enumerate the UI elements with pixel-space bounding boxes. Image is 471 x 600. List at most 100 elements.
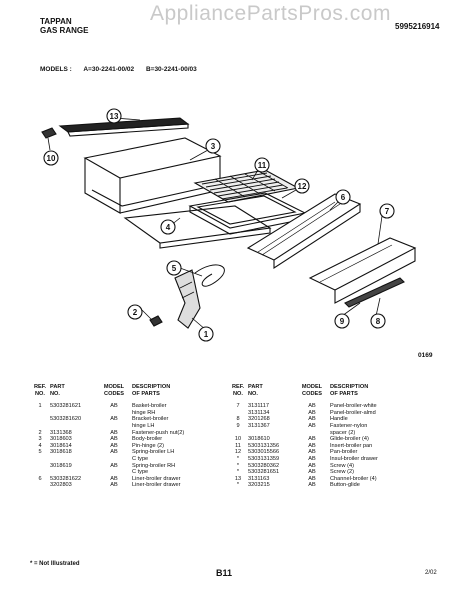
callout-8: 8 xyxy=(376,317,381,326)
cell-code xyxy=(96,410,132,417)
cell-ref: 7 xyxy=(236,403,240,410)
cell-desc: Fastener-nylon xyxy=(330,422,368,429)
cell-desc: Pan-broiler xyxy=(330,449,358,456)
cell-desc: Body-broiler xyxy=(132,436,163,443)
cell-code: AB xyxy=(110,429,118,436)
cell-part: 5303281651 xyxy=(248,469,280,476)
cell-part: 5303281620 xyxy=(50,416,82,423)
model-b: B=30-2241-00/03 xyxy=(145,66,197,73)
cell-desc: Button-glide xyxy=(330,482,360,489)
broiler-body-part xyxy=(83,137,222,214)
callout-7: 7 xyxy=(385,207,390,216)
cell-ref: 8 xyxy=(236,416,240,423)
cell-desc: Liner-broiler drawer xyxy=(132,482,181,489)
cell-code: AB xyxy=(308,455,316,462)
broiler-channel-part xyxy=(58,117,190,137)
models-line: MODELS : A=30-2241-00/02 B=30-2241-00/03 xyxy=(40,66,207,73)
cell-ref xyxy=(30,416,50,423)
cell-ref xyxy=(30,469,50,476)
cell-part: 5303281621 xyxy=(50,403,82,410)
exploded-parts-diagram: 13 10 3 11 12 4 6 7 5 2 1 9 8 xyxy=(41,108,417,342)
cell-desc: Liner-broiler drawer xyxy=(132,475,181,482)
drawer-liner-part xyxy=(123,205,272,249)
models-label: MODELS : xyxy=(40,66,72,73)
cell-ref: 10 xyxy=(234,436,242,443)
broiler-glide-part xyxy=(41,127,57,139)
figure-number: 0169 xyxy=(418,352,433,359)
cell-part: 5303280362 xyxy=(248,462,280,469)
cell-ref: * xyxy=(236,462,240,469)
cell-desc: Screw (2) xyxy=(330,469,354,476)
cell-code: AB xyxy=(308,436,316,443)
cell-ref: 2 xyxy=(38,429,42,436)
cell-ref xyxy=(228,410,248,417)
cell-desc: hinge RH xyxy=(132,409,156,416)
doc-number: 5995216914 xyxy=(395,22,440,31)
footnote: * = Not Illustrated xyxy=(30,561,80,567)
cell-desc: Bracket-broiler xyxy=(132,416,169,423)
cell-code: AB xyxy=(110,482,118,489)
cell-ref xyxy=(30,423,50,430)
cell-code: AB xyxy=(308,403,316,410)
cell-ref: * xyxy=(236,469,240,476)
callout-markers: 13 10 3 11 12 4 6 7 5 2 1 9 8 xyxy=(43,108,395,342)
cell-ref xyxy=(30,463,50,470)
callout-1: 1 xyxy=(204,330,209,339)
cell-code: AB xyxy=(110,442,118,449)
cell-ref: * xyxy=(236,455,240,462)
cell-desc: C type xyxy=(132,469,149,476)
cell-code: AB xyxy=(110,462,118,469)
cell-part: 3018603 xyxy=(50,436,72,443)
table-row: * 5303281651 AB Screw (2) xyxy=(228,469,422,476)
cell-code: AB xyxy=(308,422,316,429)
cell-code xyxy=(294,430,330,437)
cell-ref: 1 xyxy=(38,403,42,410)
table-row: hinge LH xyxy=(30,423,224,430)
cell-part: 3018618 xyxy=(50,449,72,456)
cell-code: AB xyxy=(308,462,316,469)
cell-part xyxy=(50,469,96,476)
cell-ref: 11 xyxy=(235,442,241,449)
callout-13: 13 xyxy=(110,112,119,121)
cell-part xyxy=(50,456,96,463)
cell-code: AB xyxy=(308,469,316,476)
cell-part: 3018614 xyxy=(50,442,72,449)
cell-part: 3131367 xyxy=(248,422,270,429)
cell-part: 5303131359 xyxy=(248,455,280,462)
callout-4: 4 xyxy=(166,223,171,232)
push-nut-part xyxy=(149,315,163,327)
cell-part: 5303015566 xyxy=(248,449,280,456)
cell-desc: C type xyxy=(132,455,149,462)
callout-10: 10 xyxy=(47,154,56,163)
brand-name: TAPPAN xyxy=(40,17,72,26)
cell-code xyxy=(96,456,132,463)
table-row: * 5303131359 AB Insul-broiler drawer xyxy=(228,456,422,463)
cell-part: 3131163 xyxy=(248,475,270,482)
callout-2: 2 xyxy=(133,308,138,317)
callout-5: 5 xyxy=(172,264,177,273)
cell-code: AB xyxy=(308,475,316,482)
cell-part: 5303131356 xyxy=(248,442,280,449)
hinge-bracket-part xyxy=(174,269,201,329)
broiler-drawer-front-part xyxy=(308,237,417,304)
cell-code: AB xyxy=(110,449,118,456)
cell-ref: 4 xyxy=(38,442,42,449)
cell-code xyxy=(96,423,132,430)
cell-desc: Pin-hinge (2) xyxy=(132,442,165,449)
callout-3: 3 xyxy=(211,142,216,151)
cell-ref: 6 xyxy=(38,475,42,482)
cell-desc: Insul-broiler drawer xyxy=(330,455,378,462)
